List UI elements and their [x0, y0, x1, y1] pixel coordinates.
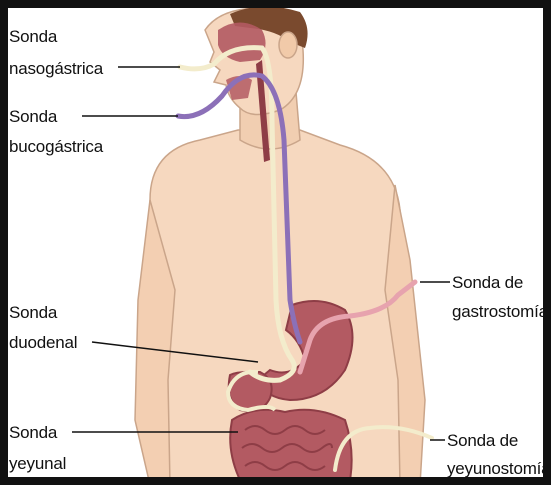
label-duodenal-line2: duodenal [9, 333, 77, 352]
label-yeyunal-line1: Sonda [9, 423, 58, 442]
label-nasogastrica-line2: nasogástrica [9, 59, 104, 78]
label-bucogastrica-line2: bucogástrica [9, 137, 104, 156]
label-gastrostomia-line2: gastrostomía [452, 302, 549, 321]
label-nasogastrica-line1: Sonda [9, 27, 58, 46]
label-yeyunal-line2: yeyunal [9, 454, 66, 473]
label-gastrostomia-line1: Sonda de [452, 273, 523, 292]
label-duodenal-line1: Sonda [9, 303, 58, 322]
label-yeyunostomia-line1: Sonda de [447, 431, 518, 450]
label-bucogastrica-line1: Sonda [9, 107, 58, 126]
label-yeyunostomia-line2: yeyunostomía [447, 459, 551, 478]
